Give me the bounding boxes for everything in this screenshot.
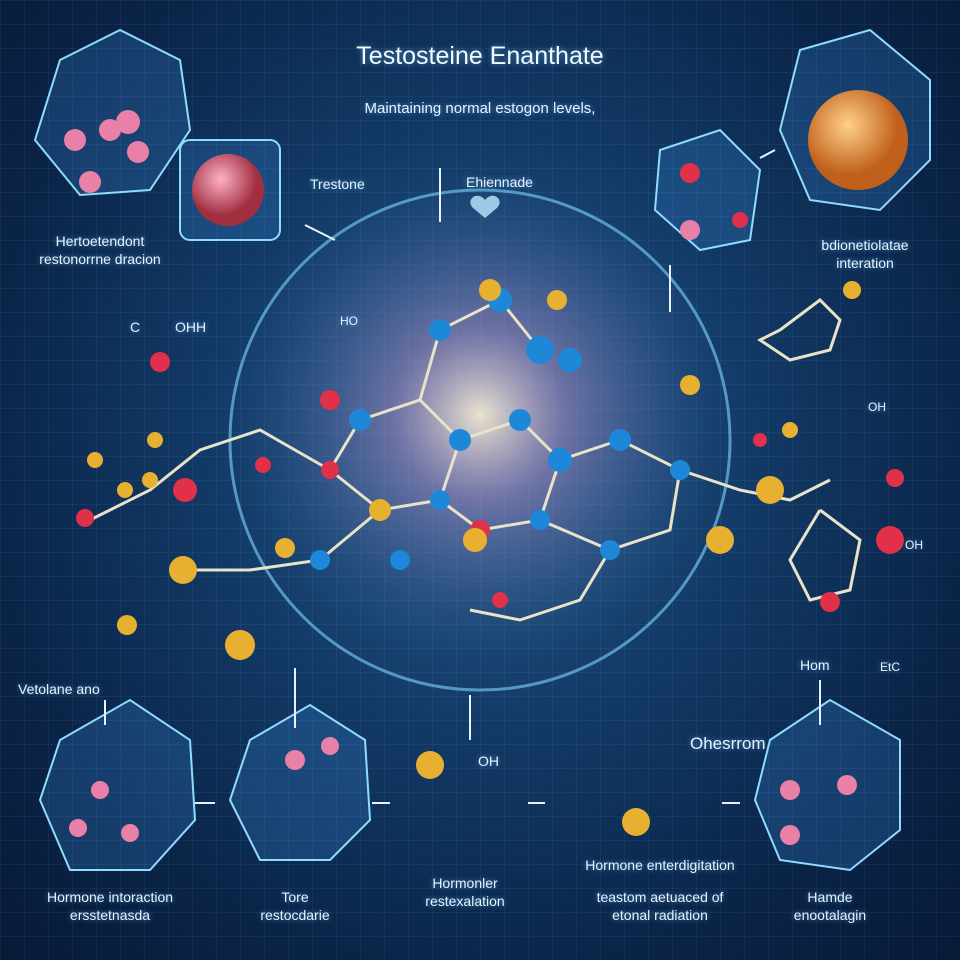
step-line: enootalagin [793, 907, 867, 923]
molecule-label: OHH [175, 319, 207, 335]
pink-cell-sphere [192, 154, 264, 226]
step-line: restocdarie [260, 907, 330, 923]
side-label-left-1: Hertoetendont [55, 233, 145, 249]
bottom-step-5: Hamde enootalagin [750, 888, 910, 924]
orange-cell-sphere [808, 90, 908, 190]
label-trestone: Trestone [310, 176, 365, 192]
step-line: ersstetnasda [69, 907, 151, 923]
central-glow-sphere [228, 188, 732, 692]
molecule-label: OH [868, 400, 886, 414]
step-line: Hamde [807, 889, 853, 905]
molecule-label: EtC [880, 660, 901, 674]
label-hom: Hom [800, 657, 830, 673]
molecule-label: OH [478, 753, 499, 769]
flow-arrows [104, 149, 821, 804]
side-label-right-1: bdionetiolatae [821, 237, 909, 253]
molecule-label: C [130, 319, 141, 335]
step-line: etonal radiation [612, 907, 708, 923]
heart-icon [470, 195, 500, 218]
step-line: teastom aetuaced of [596, 889, 724, 905]
page-subtitle: Maintaining normal estogon levels, [364, 100, 596, 117]
hexagon-bottom-1 [38, 698, 197, 871]
step-line: Hormone enterdigitation [585, 857, 735, 873]
atoms [64, 110, 904, 845]
step-line: Hormonler [432, 875, 498, 891]
label-ohesrrom: Ohesrrom [690, 734, 766, 753]
bottom-step-4: Hormone enterdigitation teastom aetuaced… [540, 856, 780, 924]
hexagon-bottom-2 [228, 703, 372, 861]
label-ehiennade: Ehiennade [466, 174, 533, 190]
label-vetolane: Vetolane ano [18, 681, 100, 697]
hexagon-bottom-5 [753, 698, 901, 872]
hexagon-upper-right-small [653, 128, 762, 252]
step-line: Tore [281, 889, 309, 905]
bottom-step-1: Hormone intoraction ersstetnasda [10, 888, 210, 924]
step-line: Hormone intoraction [46, 889, 174, 905]
side-label-right-2: interation [836, 255, 894, 271]
bottom-step-2: Tore restocdarie [215, 888, 375, 924]
page-title: Testosteine Enanthate [356, 42, 604, 70]
hexagon-top-left [33, 28, 192, 197]
molecule-label: OH [905, 538, 923, 552]
step-line: restexalation [425, 893, 505, 909]
bottom-step-3: Hormonler restexalation [380, 874, 550, 910]
side-label-left-2: restonorrne dracion [39, 251, 161, 267]
molecule-label: HO [340, 314, 358, 328]
